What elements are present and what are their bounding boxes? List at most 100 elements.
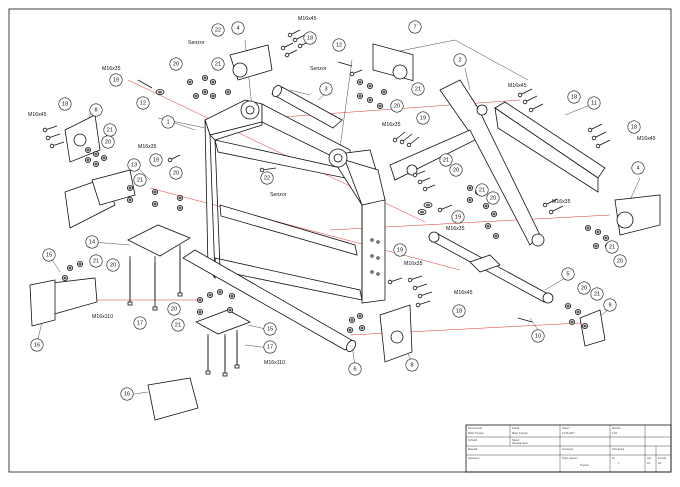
callouts: Senzor Senzor Senzor M16x45 M16x35 M16x4… [28, 16, 656, 366]
balloon-number: 19 [113, 77, 119, 83]
balloon-circle [577, 281, 591, 295]
title-block-cell: Schválil [468, 438, 477, 442]
label-m16x45-d: M16x45 [637, 136, 656, 142]
balloon-19: 19 [109, 73, 123, 87]
balloon-number: 3 [324, 86, 327, 92]
balloon-number: 21 [609, 244, 615, 250]
plate-part-11 [494, 101, 606, 193]
hex-nut [201, 75, 208, 82]
hinge-block-part-4-top [229, 44, 273, 81]
balloon-number: 20 [173, 61, 179, 67]
balloon-circle [101, 135, 115, 149]
title-block-cell: 1/1 [647, 461, 651, 465]
label-m16x35-b: M16x35 [382, 122, 401, 128]
title-block-cell: Sestava rámu [512, 441, 529, 445]
balloon-circle [106, 258, 120, 272]
title-block-cell: Formát [658, 456, 666, 460]
balloon-number: 20 [617, 258, 623, 264]
balloon-number: 12 [336, 42, 342, 48]
balloon-circle [411, 82, 425, 96]
balloon-number: 21 [93, 258, 99, 264]
balloon-number: 21 [415, 86, 421, 92]
balloon-20: 20 [613, 254, 627, 268]
balloon-number: 19 [420, 115, 426, 121]
balloon-circle [393, 243, 407, 257]
hex-nut [575, 308, 582, 315]
balloon-circle [475, 183, 489, 197]
label-m16x35-d: M16x35 [552, 199, 571, 205]
pin [517, 317, 533, 323]
balloon-number: 16 [124, 391, 130, 397]
hex-nut [466, 196, 473, 203]
balloon-number: 11 [591, 100, 597, 106]
balloon-16: 16 [30, 338, 44, 352]
hex-nut [228, 292, 235, 299]
balloon-number: 20 [105, 139, 111, 145]
balloon-8: 8 [405, 358, 419, 372]
balloon-number: 19 [455, 214, 461, 220]
title-block-cell: Sestavení [468, 456, 480, 460]
bolt [417, 177, 431, 185]
hex-nut [176, 204, 183, 211]
balloon-15: 15 [263, 322, 277, 336]
balloon-circle [590, 287, 604, 301]
hex-nut [224, 89, 231, 96]
bolt [415, 300, 431, 308]
label-m16x35-f: M16x35 [404, 261, 423, 267]
title-block-cell: Tupinar [580, 463, 589, 467]
hex-nut [482, 202, 489, 209]
hex-nut [348, 316, 355, 323]
hex-nut [603, 234, 610, 241]
balloon-circle [449, 163, 463, 177]
fasteners [42, 29, 612, 377]
balloon-number: 1 [166, 119, 169, 125]
balloon-21: 21 [171, 318, 185, 332]
balloon-16: 16 [120, 387, 134, 401]
bolt [437, 204, 453, 213]
balloon-circle [133, 316, 147, 330]
balloon-22: 22 [260, 171, 274, 185]
balloon-21: 21 [475, 183, 489, 197]
title-block-cell: A3 [658, 461, 662, 465]
balloon-22: 22 [211, 23, 225, 37]
balloon-11: 11 [587, 96, 601, 110]
label-m16x110-a: M16x110 [92, 314, 113, 320]
hex-nut [206, 291, 213, 298]
bolt [548, 205, 564, 215]
label-m16x35-a: M16x35 [102, 66, 121, 72]
sheet-border [8, 8, 672, 473]
hex-nut [93, 150, 100, 157]
balloon-circle [390, 99, 404, 113]
balloon-number: 8 [94, 107, 97, 113]
balloon-circle [319, 82, 333, 96]
balloon-2: 2 [453, 53, 467, 67]
balloon-21: 21 [439, 153, 453, 167]
balloon-4: 4 [631, 161, 645, 175]
balloon-13: 13 [127, 158, 141, 172]
balloon-number: 21 [443, 157, 449, 163]
bolt [292, 34, 306, 43]
bolt [349, 69, 363, 77]
balloon-number: 21 [215, 61, 221, 67]
title-block-cell: Číslo výkresu [562, 455, 578, 460]
balloon-number: 10 [535, 333, 541, 339]
bolt [167, 154, 181, 163]
balloon-number: 21 [175, 322, 181, 328]
balloon-20: 20 [577, 281, 591, 295]
hex-nut [186, 79, 193, 86]
label-m16x45-e: M16x45 [454, 290, 473, 296]
cylinder-part-5 [428, 231, 554, 304]
hex-nut [151, 188, 158, 195]
hex-nut [101, 154, 108, 161]
balloon-number: 18 [62, 101, 68, 107]
hex-nut [201, 89, 208, 96]
title-block-cell: Ks [612, 456, 616, 460]
balloon-15: 15 [42, 248, 56, 262]
washer [423, 202, 433, 208]
title-block-cell: List [647, 456, 651, 460]
bolt [528, 103, 544, 113]
